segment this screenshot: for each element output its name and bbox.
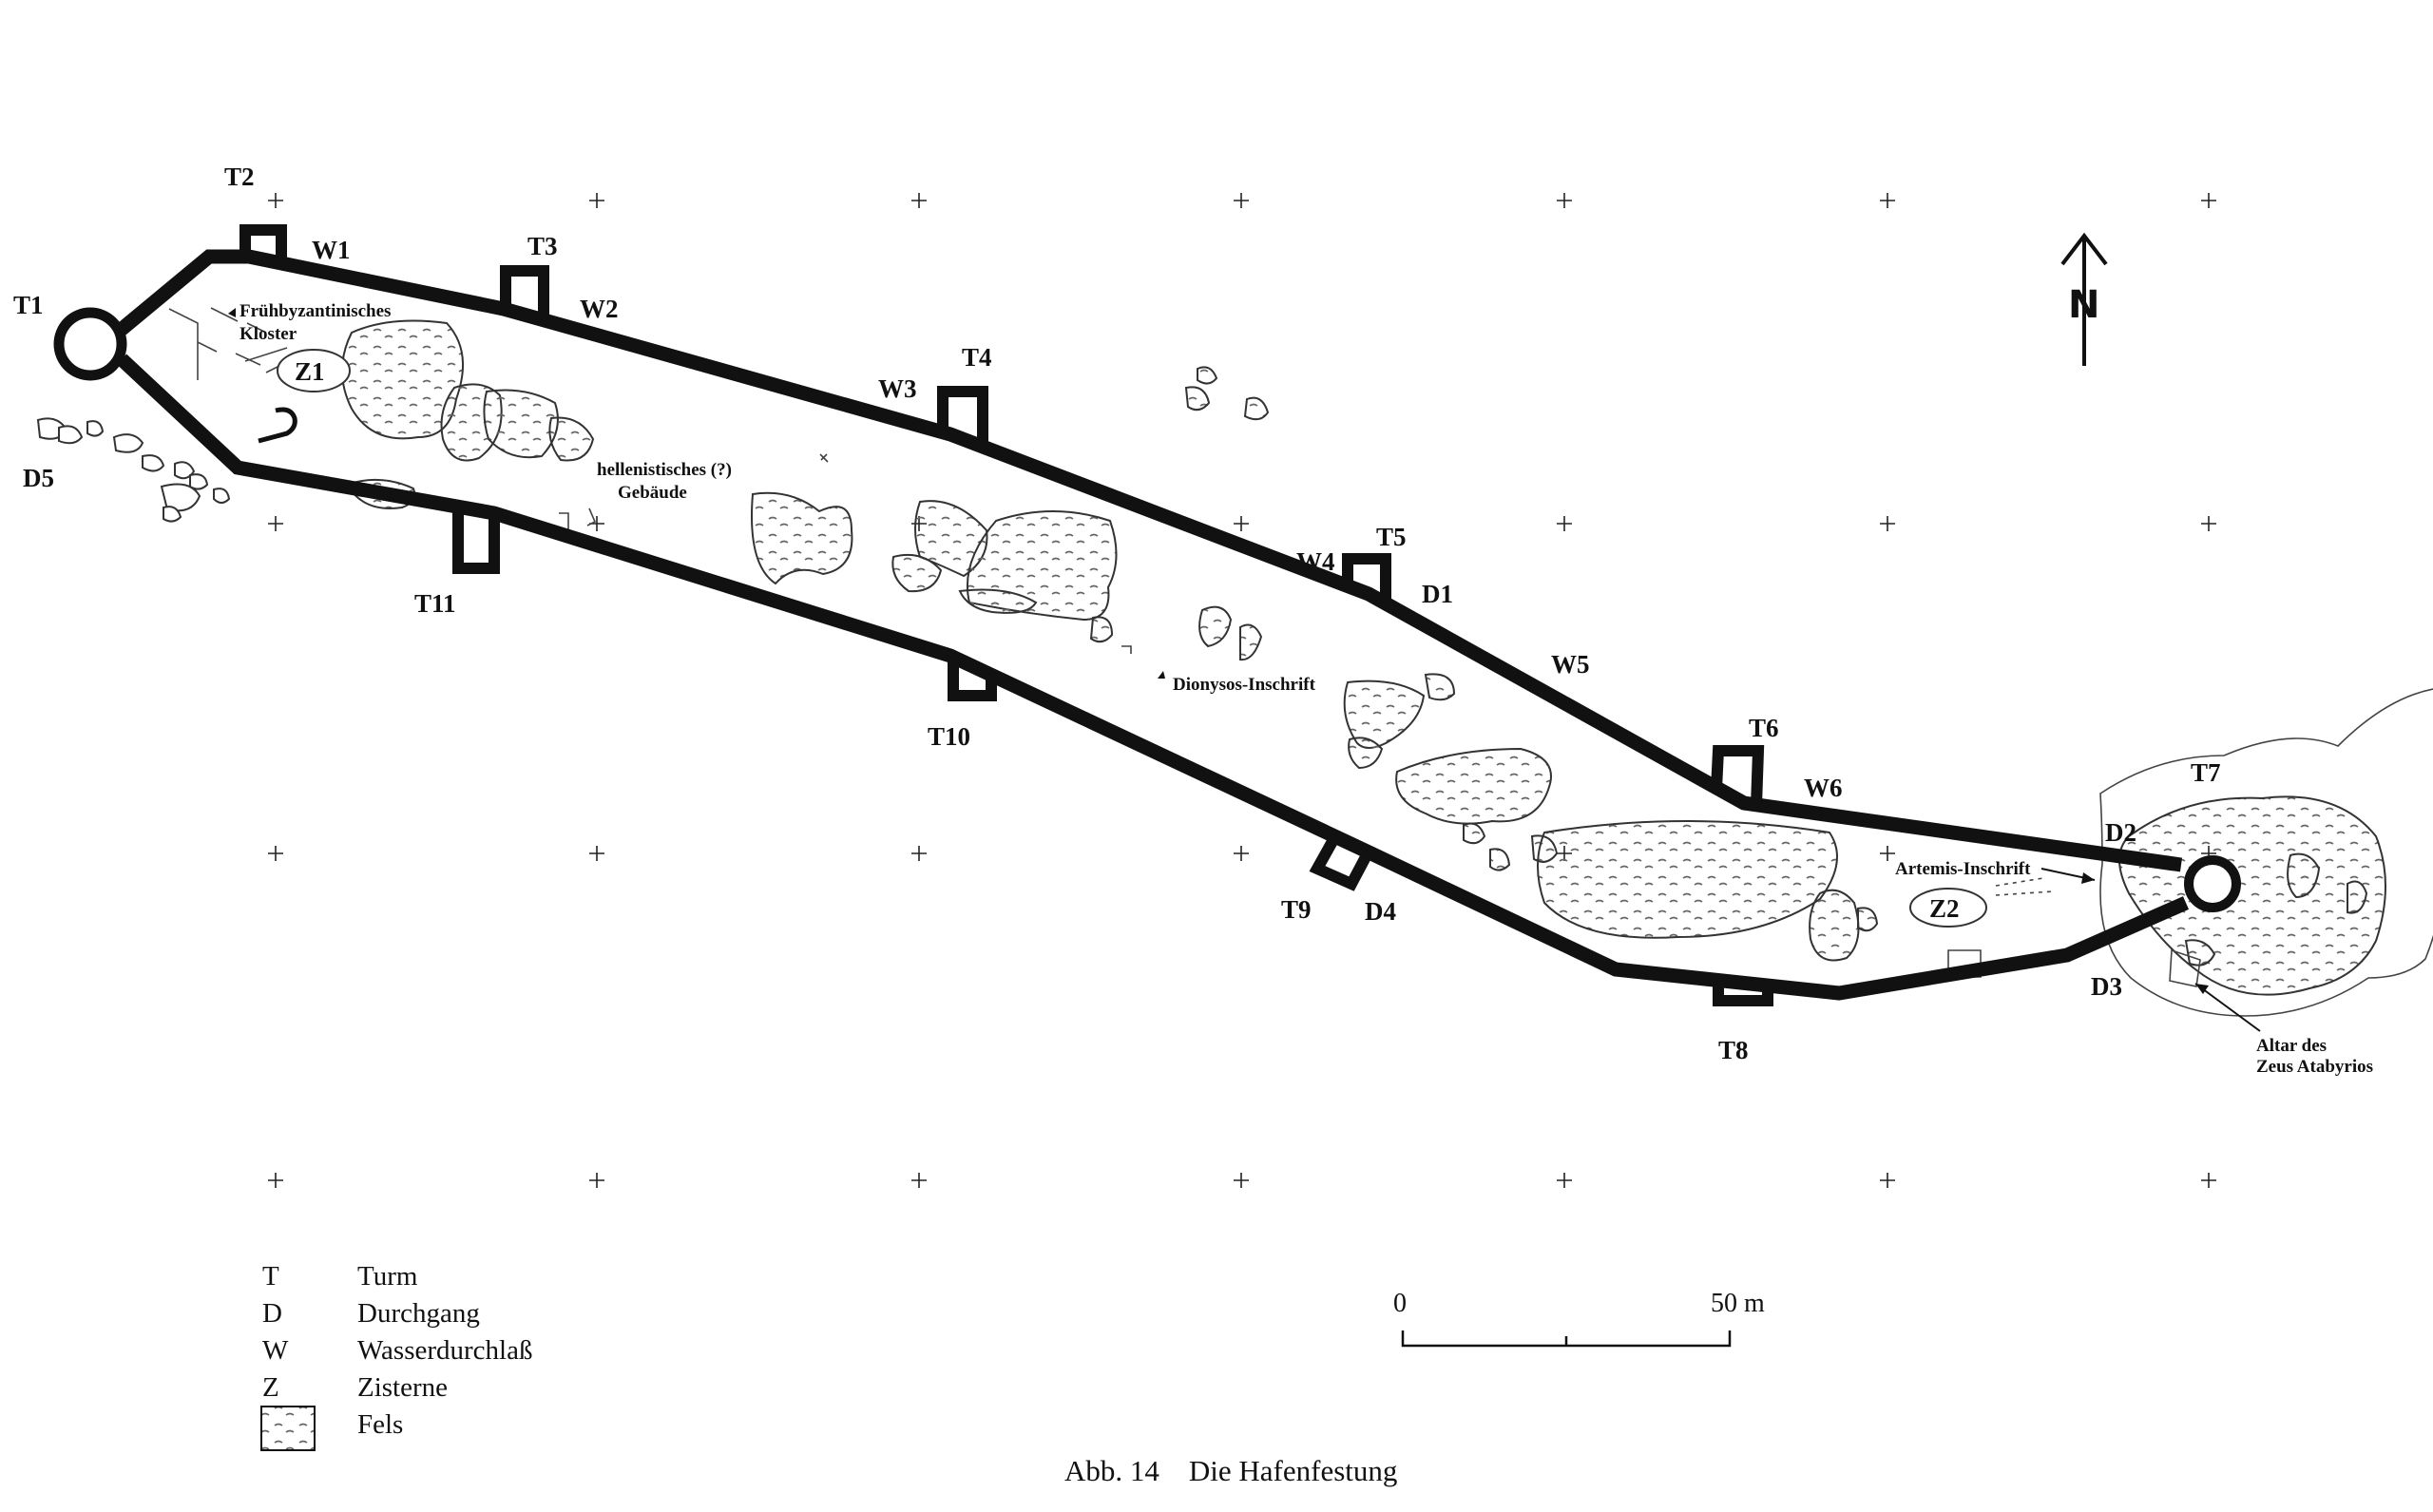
label-t9: T9: [1281, 895, 1312, 924]
grid-cross: [1234, 1173, 1249, 1188]
hellenistic-label-line2: Gebäude: [618, 483, 687, 503]
tower-t11: [452, 507, 500, 574]
legend-symbol: Z: [262, 1372, 279, 1403]
grid-cross: [268, 1173, 283, 1188]
grid-cross: [1880, 1173, 1895, 1188]
label-d5: D5: [23, 464, 54, 492]
legend-text: Fels: [357, 1409, 403, 1440]
tower-t2: [239, 224, 287, 262]
label-w6: W6: [1804, 774, 1843, 802]
acropolis-hill: [2099, 688, 2433, 1017]
tower-t6: [1711, 745, 1765, 807]
tower-t9: [1309, 833, 1374, 891]
grid-cross: [1880, 846, 1895, 861]
label-w3: W3: [878, 374, 917, 403]
legend-text: Durchgang: [357, 1298, 480, 1329]
legend-symbol: D: [262, 1298, 282, 1329]
label-w5: W5: [1551, 650, 1590, 679]
tower-t1: [53, 307, 127, 381]
site-labels: T1 T2 T3 T4 T5 T6 T7 T8 T9 T10 T11 W1 W2…: [13, 163, 2373, 1077]
tower-t5: [1342, 553, 1391, 606]
label-w1: W1: [312, 236, 351, 264]
interior-buildings: [168, 307, 2054, 978]
grid-cross: [1234, 846, 1249, 861]
tower-t3: [500, 265, 549, 319]
scale-bar: 0 50 m: [1393, 1289, 1765, 1348]
label-t11: T11: [414, 589, 456, 618]
label-d2: D2: [2105, 818, 2136, 847]
grid-cross: [911, 846, 927, 861]
grid-cross: [1557, 516, 1572, 531]
altar-label-line2: Zeus Atabyrios: [2256, 1057, 2373, 1077]
d5-rubble: [36, 417, 231, 523]
legend-text: Zisterne: [357, 1372, 448, 1403]
scale-start: 0: [1393, 1289, 1407, 1318]
label-t5: T5: [1376, 523, 1407, 551]
label-z1: Z1: [295, 357, 325, 386]
legend-text: Turm: [357, 1261, 418, 1292]
label-t1: T1: [13, 291, 44, 319]
grid-cross: [268, 516, 283, 531]
hellenistic-label-line1: hellenistisches (?): [597, 460, 732, 480]
dionysos-inscription-label: Dionysos-Inschrift: [1173, 675, 1316, 695]
grid-cross: [2201, 193, 2216, 208]
legend-symbol: T: [262, 1261, 279, 1292]
label-t3: T3: [527, 232, 558, 260]
label-t8: T8: [1718, 1036, 1749, 1064]
label-z2: Z2: [1929, 894, 1960, 923]
tower-t4: [937, 386, 988, 443]
label-t6: T6: [1749, 714, 1779, 742]
figure-caption: Abb. 14 Die Hafenfestung: [1064, 1454, 1397, 1487]
label-d1: D1: [1422, 580, 1453, 608]
kloster-label-line1: Frühbyzantinisches: [239, 301, 391, 321]
towers: [53, 224, 1773, 1006]
grid-cross: [268, 846, 283, 861]
grid-cross: [911, 193, 927, 208]
label-w4: W4: [1296, 547, 1335, 576]
label-d3: D3: [2091, 972, 2122, 1001]
grid-cross: [911, 1173, 927, 1188]
label-d4: D4: [1365, 897, 1396, 926]
rock-outcrops: [341, 319, 1879, 962]
grid-cross: [1234, 193, 1249, 208]
grid-cross: [589, 193, 604, 208]
label-w2: W2: [580, 295, 619, 323]
kloster-label-line2: Kloster: [239, 324, 297, 344]
label-t7: T7: [2191, 758, 2221, 787]
grid-cross: [1557, 1173, 1572, 1188]
grid-cross: [2201, 516, 2216, 531]
grid-cross: [589, 846, 604, 861]
tower-t8: [1713, 977, 1773, 1006]
grid-cross: [1557, 193, 1572, 208]
north-arrow: N: [2060, 232, 2108, 366]
north-label: N: [2068, 283, 2099, 327]
altar-label-line1: Altar des: [2256, 1036, 2327, 1056]
grid-cross: [268, 193, 283, 208]
artemis-inscription-label: Artemis-Inschrift: [1895, 859, 2031, 879]
fortress-walls: [115, 249, 2190, 1001]
label-t10: T10: [928, 722, 970, 751]
grid-cross: [2201, 1173, 2216, 1188]
label-t4: T4: [962, 343, 992, 372]
legend-symbol: W: [262, 1335, 289, 1366]
grid-cross: [1234, 516, 1249, 531]
legend-fels-swatch: [260, 1406, 316, 1451]
legend-text: Wasserdurchlaß: [357, 1335, 532, 1366]
grid-cross: [1880, 516, 1895, 531]
tower-t10: [948, 659, 997, 701]
grid-cross: [1880, 193, 1895, 208]
label-t2: T2: [224, 163, 255, 191]
grid-cross: [589, 1173, 604, 1188]
scale-end: 50 m: [1711, 1289, 1765, 1318]
